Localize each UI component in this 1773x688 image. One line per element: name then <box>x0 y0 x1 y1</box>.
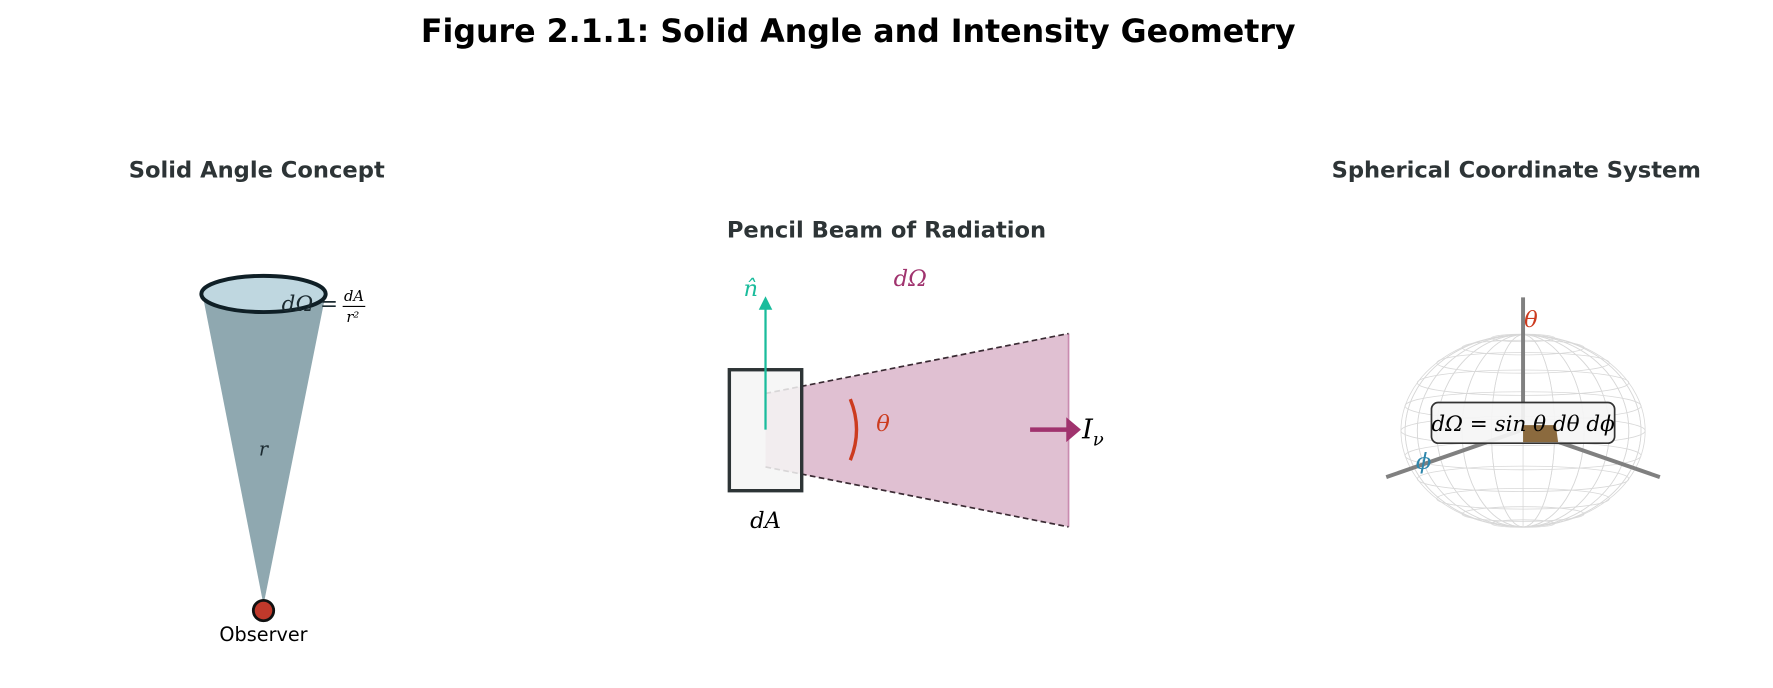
solid-angle-label: dΩ <box>894 266 927 292</box>
observer-label: Observer <box>219 623 307 646</box>
theta-axis-label: θ <box>1524 307 1538 333</box>
spherical-title: Spherical Coordinate System <box>1332 158 1701 184</box>
normal-label: n̂ <box>744 276 759 302</box>
formula-denominator: r² <box>346 309 359 326</box>
formula-box <box>1430 401 1616 445</box>
spherical-formula: dΩ = sin θ dθ dϕ <box>1431 412 1615 437</box>
normal-arrowhead-icon <box>758 296 773 310</box>
formula-numerator: dA <box>344 288 364 305</box>
solid-angle-title: Solid Angle Concept <box>129 158 385 184</box>
area-label: dA <box>750 508 781 534</box>
solid-angle-patch <box>1523 425 1559 443</box>
radius-label: r <box>259 438 270 461</box>
solid-angle-formula-lhs: dΩ = <box>282 292 338 317</box>
theta-label: θ <box>876 411 890 437</box>
intensity-arrowhead-icon <box>1066 417 1081 443</box>
solid-angle-panel: Solid Angle Concept dΩ = dA r² r Observe… <box>129 158 385 647</box>
spherical-panel: Spherical Coordinate System θ ϕ dΩ = sin… <box>1332 158 1701 528</box>
beam-edge-bottom <box>765 466 1069 528</box>
beam-cone <box>765 333 1069 527</box>
cone <box>202 293 326 605</box>
pencil-beam-panel: Pencil Beam of Radiation n̂ dΩ θ dA Iν <box>727 217 1104 534</box>
intensity-label: Iν <box>1081 415 1104 451</box>
pencil-beam-title: Pencil Beam of Radiation <box>727 217 1046 243</box>
angle-arc <box>848 398 859 461</box>
beam-edge-top <box>765 332 1069 395</box>
phi-axis-label: ϕ <box>1416 449 1431 475</box>
cone-aperture <box>199 273 328 315</box>
observer-dot <box>251 598 276 623</box>
figure-title: Figure 2.1.1: Solid Angle and Intensity … <box>421 14 1296 50</box>
